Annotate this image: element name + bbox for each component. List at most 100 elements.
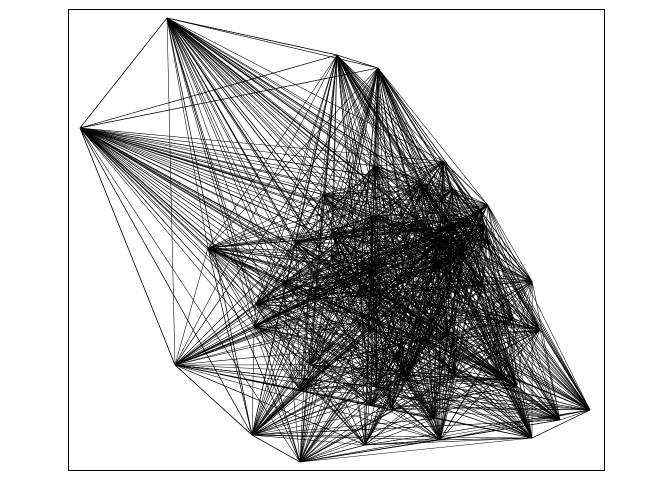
graph-edge [370,216,434,420]
graph-edge [364,418,434,446]
graph-edge [207,247,253,436]
graph-edge [332,232,407,381]
graph-edge [479,209,503,380]
graph-edge [295,242,456,376]
graph-edge [377,67,488,206]
graph-edge [166,17,253,436]
graph-edge [370,216,407,381]
graph-edge [374,161,444,167]
graph-edge [405,188,454,381]
graph-edge [405,281,533,381]
graph-edge [295,242,360,292]
graph-edge [254,318,513,327]
graph-edge [405,263,451,381]
graph-edge [371,254,463,272]
graph-edge [79,17,168,129]
graph-edge [442,235,514,319]
graph-edge [391,386,517,409]
graph-edge [443,161,591,411]
graph-edge [255,303,561,421]
graph-edge [364,216,372,446]
graph-edge [295,242,381,294]
graph-edge [322,194,372,217]
graph-edge [379,235,443,294]
graph-edge [310,364,407,381]
graph-edge [433,284,484,420]
graph-edge [253,326,301,463]
graph-edge [332,232,484,285]
graph-edge [377,67,486,226]
graph-edge [166,17,444,162]
graph-edge [330,220,419,257]
graph-edge [376,292,381,388]
graph-edge [333,232,443,237]
graph-edge [251,434,441,441]
graph-edge [487,239,514,319]
graph-edge [336,54,591,411]
graph-edge [427,341,517,387]
graph-edge [374,165,407,381]
graph-edge [336,54,484,285]
graph-edge [174,364,253,436]
graph-edge [487,204,561,421]
graph-edge [166,17,283,283]
graph-edge [251,418,434,436]
graph-edge [442,225,454,237]
graph-edge [166,17,454,227]
graph-edge [487,204,541,331]
graph-edge [480,209,533,282]
graph-edge [371,216,443,237]
graph-edge [299,294,309,463]
graph-edge [330,255,434,420]
graph-edge [427,263,451,342]
graph-edge [370,67,379,217]
graph-edge [427,255,463,342]
graph-edge [391,161,444,409]
graph-edge [79,127,334,234]
plot-border [68,9,605,471]
graph-edge [454,255,463,376]
graph-edge [174,303,257,366]
graph-edge [332,216,372,234]
graph-edge [450,263,484,285]
graph-edge [310,364,517,387]
graph-edge [299,281,533,390]
graph-edge [452,188,533,282]
graph-edge [332,165,376,234]
graph-edge [308,218,469,296]
graph-edge [79,127,421,185]
graph-edge [251,434,301,463]
graph-edge [371,209,481,217]
edge-layer [79,17,591,463]
graph-edge [166,17,176,366]
graph-edge [484,224,591,411]
graph-edge [253,304,257,327]
graph-edge [438,263,484,285]
graph-edge [405,318,513,381]
graph-edge [442,188,454,236]
graph-edge [374,165,377,388]
graph-edge [174,364,441,441]
graph-edge [166,17,486,226]
graph-edge [253,326,301,390]
graph-edge [360,183,422,265]
graph-edge [454,318,514,376]
graph-edge [79,67,379,129]
graph-edge [377,67,434,419]
graph-edge [360,263,517,387]
graph-edge [330,255,533,439]
graph-edge [79,127,443,237]
graph-edge [452,225,514,319]
graph-edge [482,240,488,285]
graph-edge [437,263,517,387]
graph-edge [79,127,533,439]
graph-edge [254,326,428,343]
graph-edge [360,263,381,293]
graph-edge [299,379,503,463]
graph-edge [299,389,441,441]
graph-edge [391,235,443,409]
graph-edge [295,232,334,243]
graph-edge [282,54,338,283]
graph-edge [455,374,561,421]
